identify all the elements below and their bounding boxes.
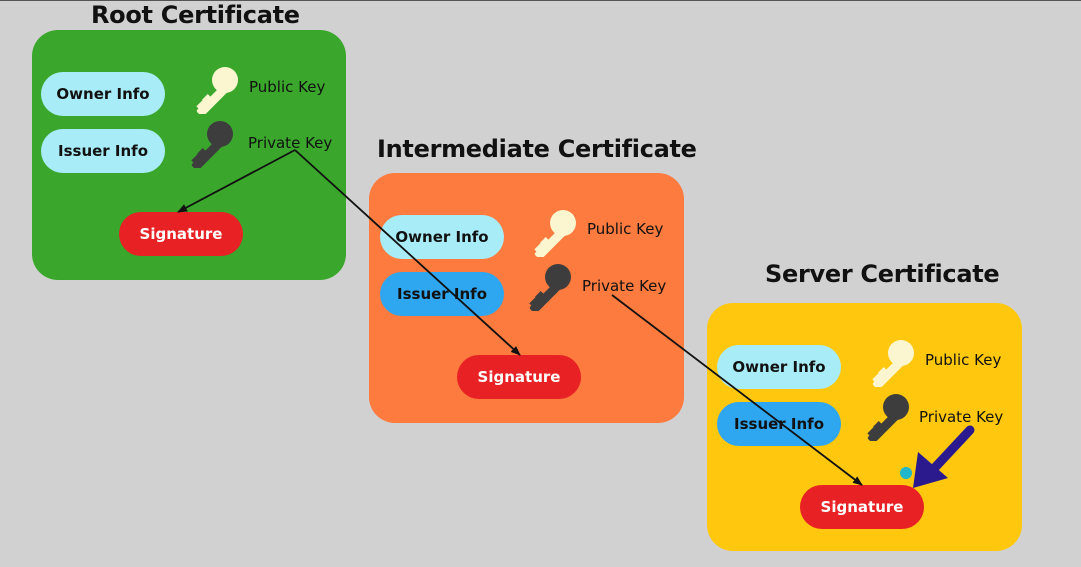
root-private-key-label: Private Key	[248, 134, 333, 152]
server-certificate-title: Server Certificate	[765, 260, 1000, 288]
intermediate-public-key-label: Public Key	[587, 220, 664, 238]
intermediate-certificate-title: Intermediate Certificate	[377, 135, 697, 163]
intermediate-signature-pill: Signature	[457, 355, 581, 399]
server-issuer-info-pill: Issuer Info	[717, 402, 841, 446]
root-signature-pill: Signature	[119, 212, 243, 256]
intermediate-private-key-label: Private Key	[582, 277, 667, 295]
intermediate-owner-info-pill: Owner Info	[380, 215, 504, 259]
arrow-icon	[611, 294, 863, 486]
arrow-icon	[294, 149, 521, 356]
root-owner-info-pill: Owner Info	[41, 72, 165, 116]
server-signature-pill: Signature	[800, 485, 924, 529]
root-issuer-info-pill: Issuer Info	[41, 129, 165, 173]
arrow-icon	[177, 149, 296, 213]
server-owner-info-pill: Owner Info	[717, 345, 841, 389]
top-border	[0, 0, 1081, 1]
cursor-dot	[900, 467, 912, 479]
server-public-key-label: Public Key	[925, 351, 1002, 369]
intermediate-issuer-info-pill: Issuer Info	[380, 272, 504, 316]
server-private-key-label: Private Key	[919, 408, 1004, 426]
root-certificate-title: Root Certificate	[91, 1, 300, 29]
root-public-key-label: Public Key	[249, 78, 326, 96]
pointer-arrow-icon	[913, 425, 975, 488]
